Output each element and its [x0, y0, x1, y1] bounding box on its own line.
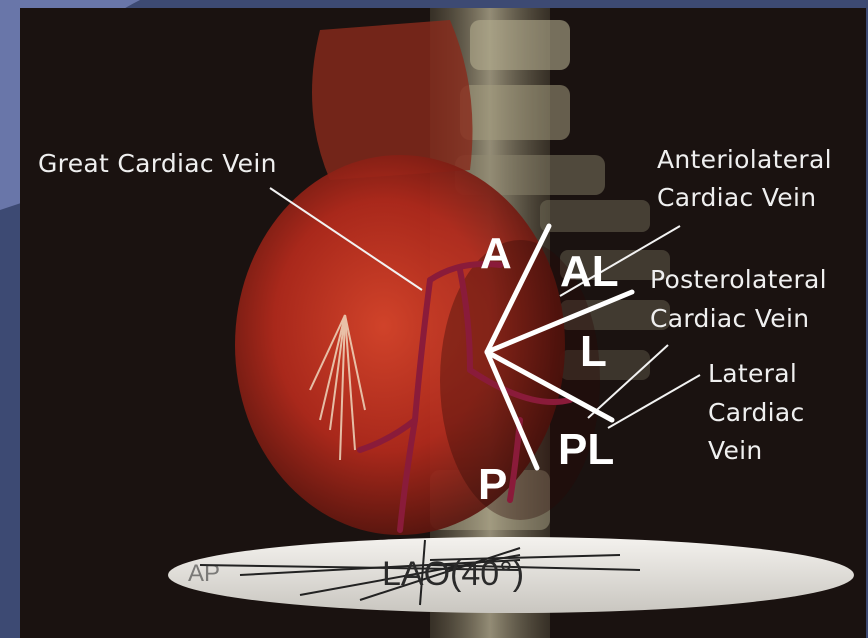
lao-angle-label: LAO(40°) [382, 555, 524, 594]
ap-label: AP [188, 560, 220, 588]
posterolateral-vein-label-line1: Posterolateral [650, 262, 827, 298]
lateral-vein-label-line2: Cardiac [708, 395, 805, 431]
great-cardiac-vein-label: Great Cardiac Vein [38, 146, 277, 182]
posterolateral-vein-label-line2: Cardiac Vein [650, 301, 809, 337]
segment-pl-label: PL [558, 428, 614, 472]
segment-p-label: P [478, 463, 507, 507]
lateral-vein-label-line3: Vein [708, 433, 763, 469]
anterolateral-vein-label-line2: Cardiac Vein [657, 180, 816, 216]
anterolateral-vein-label-line1: Anteriolateral [657, 142, 832, 178]
segment-l-label: L [580, 330, 607, 374]
lateral-vein-label-line1: Lateral [708, 356, 797, 392]
segment-al-label: AL [560, 250, 619, 294]
segment-a-label: A [480, 232, 512, 276]
